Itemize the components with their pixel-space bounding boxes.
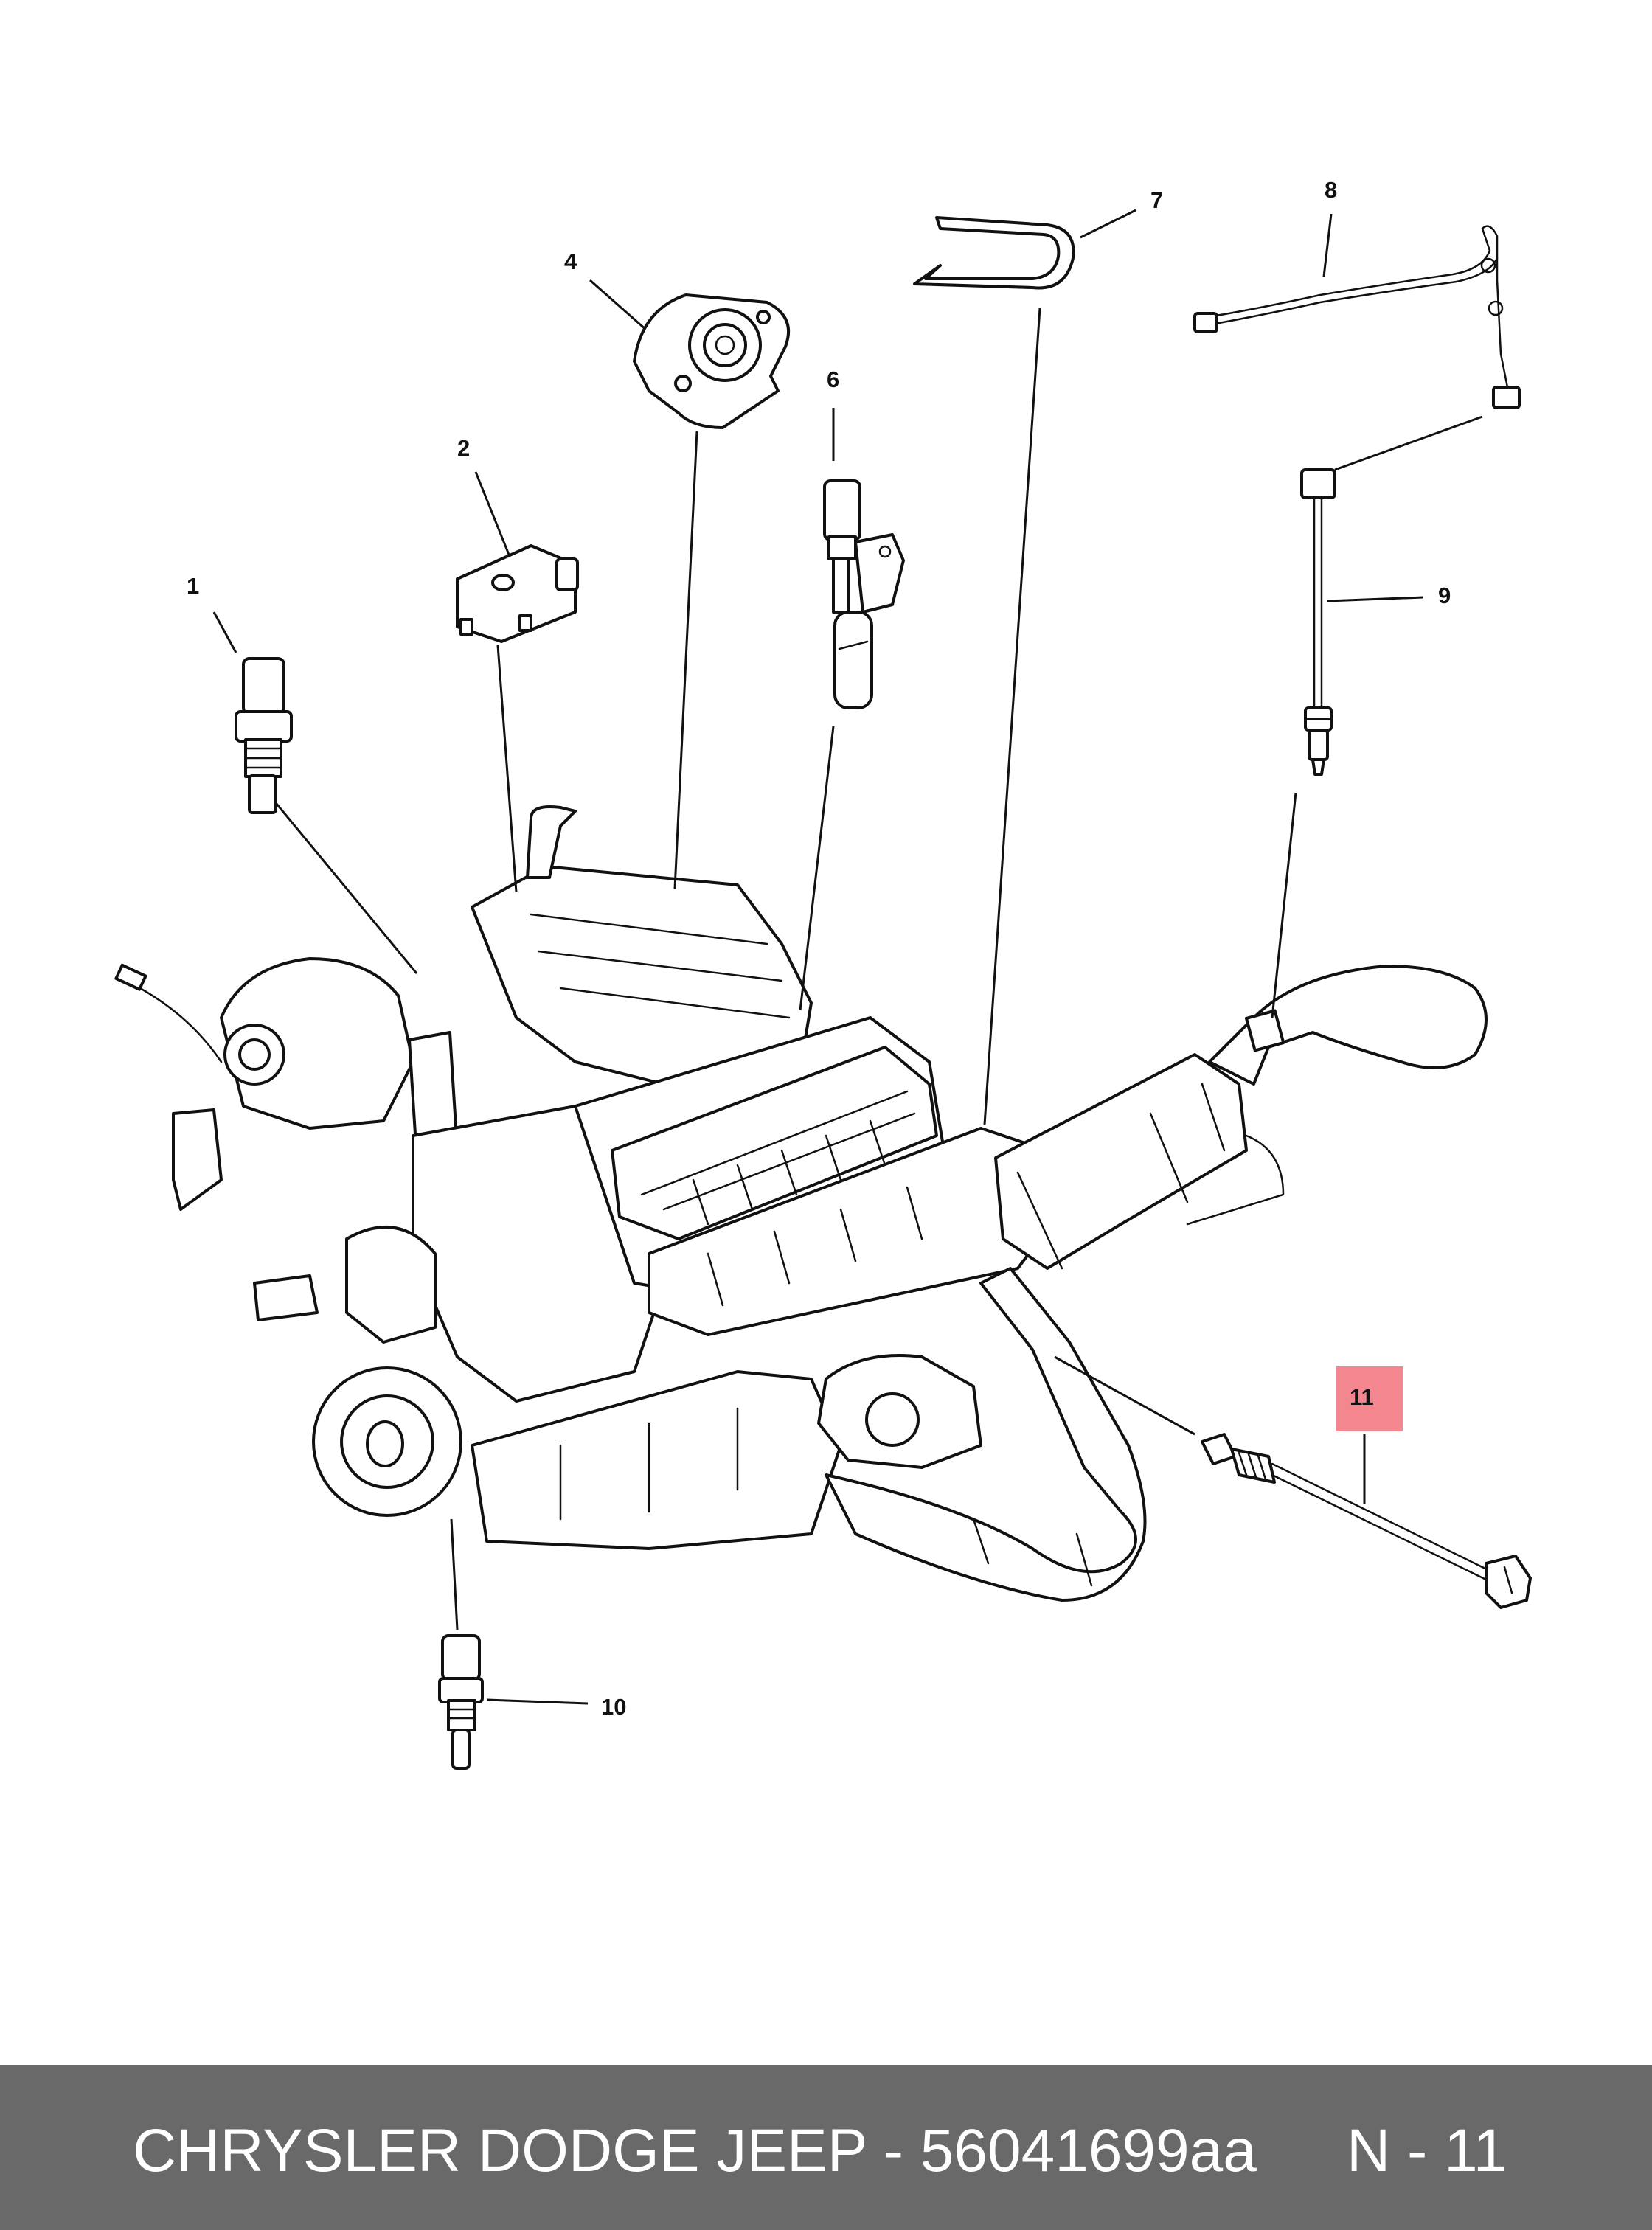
engine-assembly [114,805,1488,1602]
callout-4: 4 [564,249,577,274]
part-8-harness [1193,225,1521,409]
part-4-sensor [633,293,790,429]
callout-1: 1 [187,573,199,599]
part-9-o2-sensor [1300,468,1336,776]
part-6-sensor [823,479,905,709]
callout-11: 11 [1350,1384,1374,1410]
callouts: 1 2 4 6 7 8 9 10 11 [187,177,1451,1720]
footer-bar: CHRYSLER DODGE JEEP - 56041699aa N - 11 [0,2065,1652,2230]
engine-sensor-diagram: 1 2 4 6 7 8 9 10 11 [114,177,1532,1770]
part-7-clip [913,216,1075,290]
callout-10: 10 [601,1694,626,1720]
leader-lines [212,209,1483,1705]
callout-2: 2 [457,435,470,461]
part-2-sensor [456,544,579,643]
callout-8: 8 [1325,177,1337,203]
footer-diagram-code: N - 11 [1347,2117,1507,2184]
callout-11-highlight [1336,1366,1403,1431]
callout-9: 9 [1438,583,1451,608]
part-1-sensor [235,657,293,814]
callout-7: 7 [1150,187,1163,213]
part-11-o2-sensor [1201,1433,1532,1609]
footer-brand-part-number: CHRYSLER DODGE JEEP - 56041699aa [133,2117,1257,2184]
part-10-sensor [438,1634,484,1770]
callout-6: 6 [827,367,839,392]
